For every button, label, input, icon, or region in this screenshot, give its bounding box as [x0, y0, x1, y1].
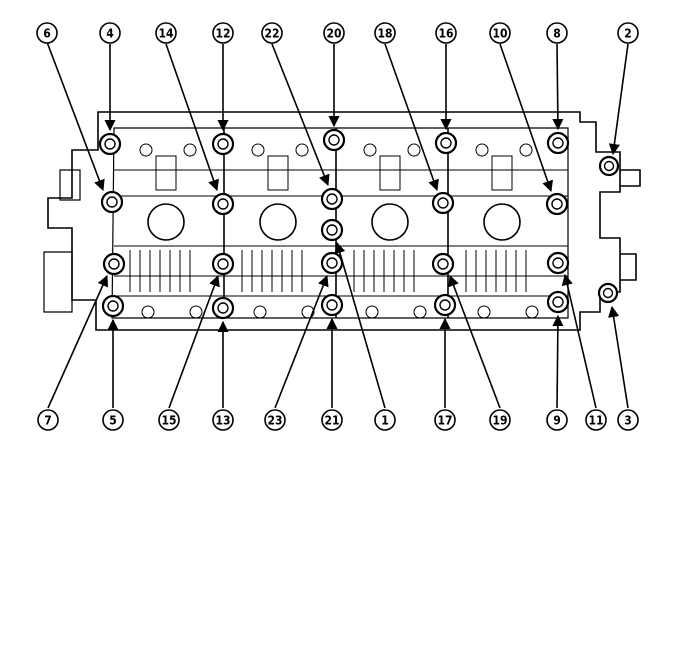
callout-21: 21: [321, 409, 343, 431]
callout-23: 23: [264, 409, 286, 431]
callout-label: 8: [553, 27, 561, 41]
callout-circle: [155, 22, 177, 44]
bolt-22: [320, 187, 344, 211]
bolt-10: [545, 192, 569, 216]
bolt-17: [433, 293, 457, 317]
callout-circle: [37, 409, 59, 431]
bolt-20: [322, 128, 346, 152]
callout-circle: [617, 409, 639, 431]
callout-label: 3: [624, 414, 632, 428]
callout-label: 6: [43, 27, 51, 41]
callout-circle: [99, 22, 121, 44]
bolt-21: [320, 293, 344, 317]
callout-19: 19: [489, 409, 511, 431]
bolt-4: [98, 132, 122, 156]
callout-16: 16: [435, 22, 457, 44]
callout-label: 7: [44, 414, 52, 428]
leader-lines: [46, 41, 629, 409]
callout-circle: [212, 409, 234, 431]
bolt-14: [211, 192, 235, 216]
callout-circle: [321, 409, 343, 431]
callout-8: 8: [546, 22, 568, 44]
callout-14: 14: [155, 22, 177, 44]
bolt-3: [597, 282, 619, 304]
callout-circle: [546, 409, 568, 431]
callout-17: 17: [434, 409, 456, 431]
callout-circle: [158, 409, 180, 431]
callout-5: 5: [102, 409, 124, 431]
callout-circle: [102, 409, 124, 431]
bolt-1: [320, 218, 344, 242]
callout-label: 17: [437, 414, 452, 428]
callout-11: 11: [585, 409, 607, 431]
bolt-23: [320, 251, 344, 275]
callout-label: 4: [106, 27, 114, 41]
callout-7: 7: [37, 409, 59, 431]
callout-circle: [374, 22, 396, 44]
callout-3: 3: [617, 409, 639, 431]
bolt-6: [100, 190, 124, 214]
bolt-2: [598, 155, 620, 177]
callout-label: 18: [377, 27, 392, 41]
callout-label: 9: [553, 414, 561, 428]
callout-label: 10: [492, 27, 507, 41]
bolt-16: [434, 131, 458, 155]
bolt-7: [102, 252, 126, 276]
callout-label: 23: [267, 414, 282, 428]
bolt-8: [546, 131, 570, 155]
callout-2: 2: [617, 22, 639, 44]
callout-label: 19: [492, 414, 507, 428]
callout-label: 5: [109, 414, 117, 428]
callout-4: 4: [99, 22, 121, 44]
callout-9: 9: [546, 409, 568, 431]
callout-label: 13: [215, 414, 230, 428]
callout-20: 20: [323, 22, 345, 44]
callout-circle: [617, 22, 639, 44]
callout-1: 1: [374, 409, 396, 431]
callout-label: 11: [588, 414, 603, 428]
callout-label: 12: [215, 27, 230, 41]
callout-22: 22: [261, 22, 283, 44]
callout-15: 15: [158, 409, 180, 431]
callout-label: 21: [324, 414, 339, 428]
bolt-19: [431, 252, 455, 276]
callout-13: 13: [212, 409, 234, 431]
callout-circle: [323, 22, 345, 44]
callout-circle: [374, 409, 396, 431]
callout-18: 18: [374, 22, 396, 44]
callout-circle: [36, 22, 58, 44]
callout-circle: [264, 409, 286, 431]
bolt-15: [211, 252, 235, 276]
callout-circle: [546, 22, 568, 44]
bolts: [98, 128, 620, 320]
callout-10: 10: [489, 22, 511, 44]
callouts: 6 4 14 12 22 20 18 16 10 8 2 7 5 15 13 23 21 1 17 19 9 11 3: [36, 22, 639, 431]
bolt-11: [546, 251, 570, 275]
callout-circle: [489, 409, 511, 431]
bolt-5: [101, 294, 125, 318]
callout-12: 12: [212, 22, 234, 44]
callout-label: 15: [161, 414, 176, 428]
callout-label: 14: [158, 27, 174, 41]
callout-label: 20: [326, 27, 341, 41]
bolt-12: [211, 132, 235, 156]
callout-circle: [585, 409, 607, 431]
callout-circle: [435, 22, 457, 44]
bolt-9: [546, 290, 570, 314]
callout-label: 16: [438, 27, 453, 41]
bolt-18: [431, 191, 455, 215]
callout-circle: [489, 22, 511, 44]
callout-6: 6: [36, 22, 58, 44]
callout-label: 22: [264, 27, 279, 41]
callout-circle: [261, 22, 283, 44]
cylinder-head-body: [43, 111, 641, 331]
callout-label: 2: [624, 27, 632, 41]
callout-circle: [434, 409, 456, 431]
callout-circle: [212, 22, 234, 44]
callout-label: 1: [381, 414, 389, 428]
bolt-13: [211, 296, 235, 320]
